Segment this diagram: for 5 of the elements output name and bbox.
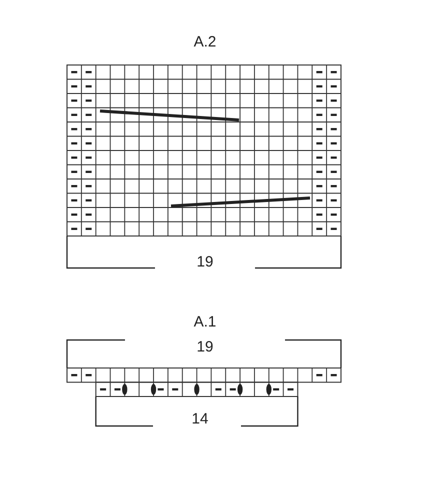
stitch-count: 19 (196, 340, 214, 354)
stitch-count: 19 (196, 254, 214, 270)
chart-title: A.1 (194, 314, 216, 330)
chart-title: A.2 (194, 34, 216, 50)
stitch-count: 14 (192, 412, 208, 426)
